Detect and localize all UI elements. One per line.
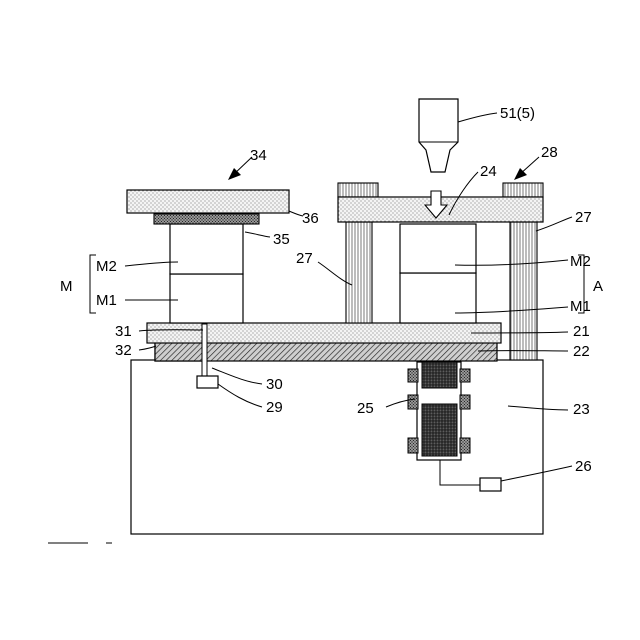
label-34: 34: [250, 147, 267, 164]
actuator-25-block-lower: [422, 404, 457, 456]
actuator-tab: [460, 438, 470, 453]
column-27-left: [346, 222, 372, 323]
label-m1-left: M1: [96, 292, 117, 309]
label-23: 23: [573, 401, 590, 418]
press-plate-36: [127, 190, 289, 213]
column-cap-right: [503, 183, 543, 197]
press-member-35: [154, 214, 259, 224]
table-21: [147, 323, 501, 343]
actuator-tab: [460, 369, 470, 382]
actuator-tab: [408, 395, 418, 409]
label-m2-left: M2: [96, 258, 117, 275]
actuator-tab: [408, 438, 418, 453]
actuator-25-block-upper: [422, 362, 457, 388]
sensor-29: [197, 376, 218, 388]
column-27-right: [510, 222, 537, 360]
right-mold-m1: [400, 273, 476, 323]
left-mold-m2: [170, 224, 243, 274]
label-m2-right: M2: [570, 253, 591, 270]
label-21: 21: [573, 323, 590, 340]
label-35: 35: [273, 231, 290, 248]
label-27-right: 27: [575, 209, 592, 226]
label-25: 25: [357, 400, 374, 417]
label-a-bracket: A: [593, 278, 603, 295]
label-27-left: 27: [296, 250, 313, 267]
pin-31: [202, 324, 207, 376]
ram-51: [419, 99, 458, 172]
plate-32: [155, 342, 205, 361]
left-mold-m1: [170, 274, 243, 323]
actuator-tab: [408, 369, 418, 382]
label-29: 29: [266, 399, 283, 416]
base-block-23: [131, 360, 543, 534]
label-36: 36: [302, 210, 319, 227]
label-31: 31: [115, 323, 132, 340]
label-30: 30: [266, 376, 283, 393]
label-24: 24: [480, 163, 497, 180]
actuator-tab: [460, 395, 470, 409]
label-51: 51(5): [500, 105, 535, 122]
label-28: 28: [541, 144, 558, 161]
label-m1-right: M1: [570, 298, 591, 315]
column-cap-left: [338, 183, 378, 197]
controller-26: [480, 478, 501, 491]
label-26: 26: [575, 458, 592, 475]
label-m-bracket: M: [60, 278, 73, 295]
label-32: 32: [115, 342, 132, 359]
label-22: 22: [573, 343, 590, 360]
